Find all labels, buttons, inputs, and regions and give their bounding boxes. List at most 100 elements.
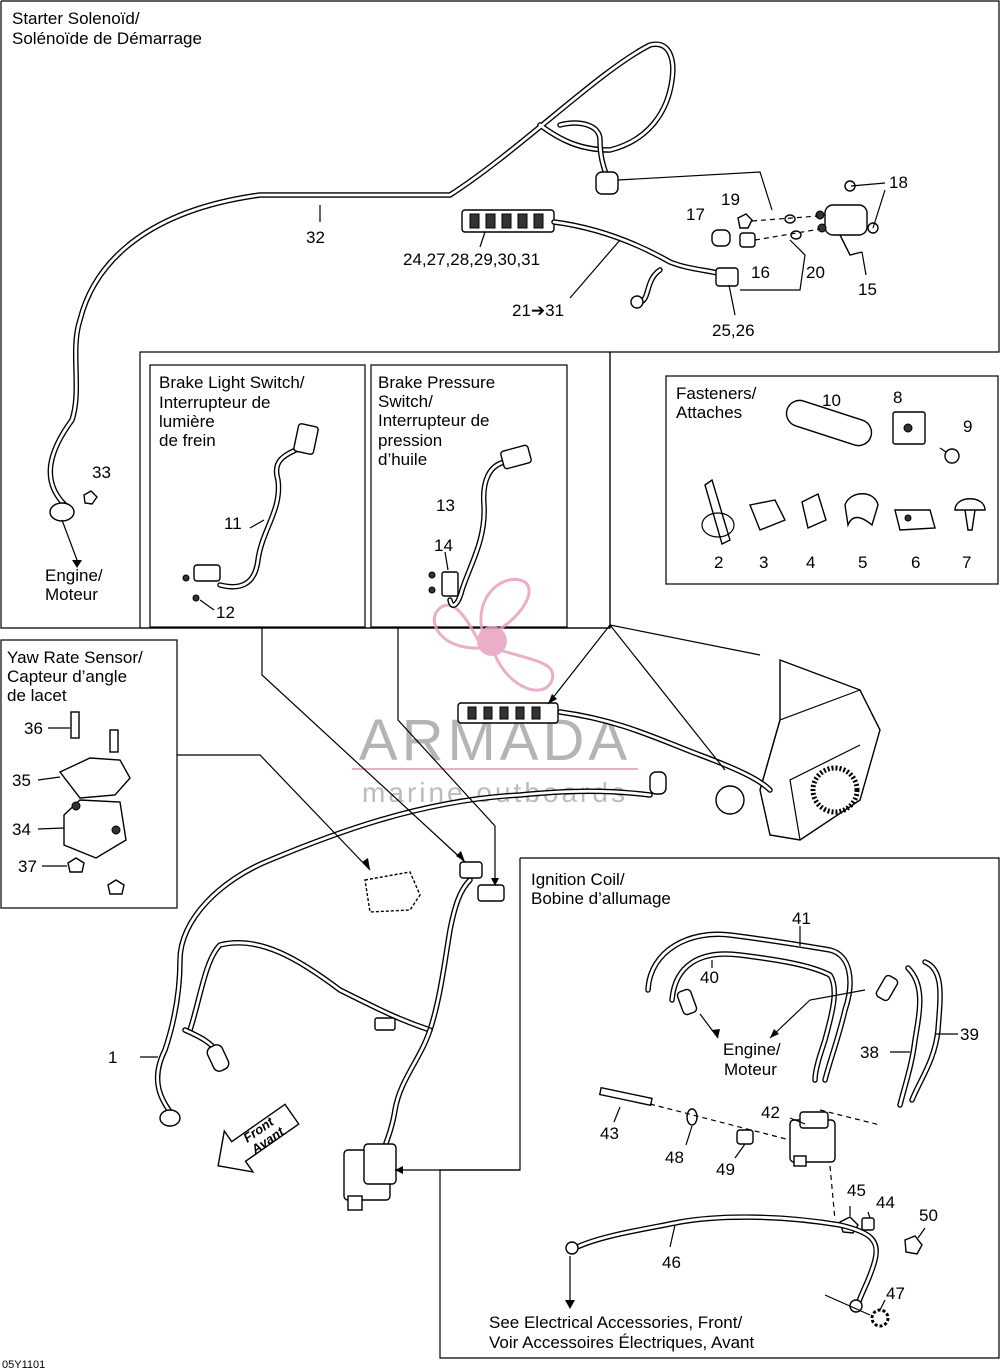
harness-boot	[206, 1044, 230, 1072]
ignition-coil-42	[789, 1111, 836, 1167]
part-label-45: 45	[847, 1181, 866, 1200]
part-label-49: 49	[716, 1160, 735, 1179]
gasket-35	[58, 757, 131, 799]
front-direction-arrow: Front Avant	[217, 1103, 300, 1173]
part-label-20: 20	[806, 263, 825, 282]
part-label-6: 6	[911, 553, 920, 572]
nut-37-b	[107, 879, 125, 895]
plug-boot-right	[875, 974, 899, 1002]
brake-pressure-title-5: d’huile	[378, 450, 427, 469]
part-label-1: 1	[108, 1048, 117, 1067]
battery-cable-32	[47, 41, 676, 508]
part-label-17: 17	[686, 205, 705, 224]
yaw-sensor-installed	[364, 871, 421, 913]
engine-top-1: Engine/	[45, 566, 103, 585]
nut-33	[83, 490, 98, 505]
main-harness-1	[154, 788, 653, 1121]
part-label-2: 2	[714, 553, 723, 572]
part-label-5: 5	[858, 553, 867, 572]
brake-light-section: Brake Light Switch/ Interrupteur de lumi…	[159, 373, 319, 622]
part-label-14: 14	[434, 536, 453, 555]
part-label-7: 7	[962, 553, 971, 572]
part-label-50: 50	[919, 1206, 938, 1225]
starter-leaders	[61, 171, 886, 561]
brake-light-title-1: Brake Light Switch/	[159, 373, 305, 392]
screw-14-b	[428, 586, 436, 594]
part-label-13: 13	[436, 496, 455, 515]
part-label-15: 15	[858, 280, 877, 299]
part-label-9: 9	[963, 417, 972, 436]
cable-32-lug	[49, 502, 75, 522]
starter-title-2: Solénoïde de Démarrage	[12, 29, 202, 48]
part-label-38: 38	[860, 1043, 879, 1062]
part-label-24-31: 24,27,28,29,30,31	[403, 250, 540, 269]
part-label-21-31: 21➔31	[512, 301, 564, 320]
part-label-39: 39	[960, 1025, 979, 1044]
engine-assembly	[457, 624, 881, 841]
yaw-title-1: Yaw Rate Sensor/	[7, 648, 143, 667]
part-label-32: 32	[306, 228, 325, 247]
part-label-10: 10	[822, 391, 841, 410]
part-label-18: 18	[889, 173, 908, 192]
part-label-34: 34	[12, 820, 31, 839]
brake-light-switch-body	[193, 564, 221, 582]
harness-connector-b	[477, 884, 505, 902]
see-note-1: See Electrical Accessories, Front/	[489, 1313, 742, 1332]
washer-44	[861, 1217, 875, 1231]
ignition-title-1: Ignition Coil/	[531, 870, 625, 889]
part-label-40: 40	[700, 968, 719, 987]
screw-12-b	[192, 594, 200, 602]
brake-pressure-title-1: Brake Pressure	[378, 373, 495, 392]
propeller-logo	[432, 577, 555, 692]
propeller-hub	[477, 626, 507, 656]
part-label-48: 48	[665, 1148, 684, 1167]
screw-14-a	[428, 571, 436, 579]
ignition-leaders	[613, 926, 958, 1316]
fuse-block-cells	[469, 213, 544, 229]
edge-trim-10	[785, 399, 873, 447]
part-label-3: 3	[759, 553, 768, 572]
nut-50	[904, 1235, 923, 1255]
clip-6	[894, 509, 936, 531]
ignition-section: Ignition Coil/ Bobine d’allumage	[489, 870, 979, 1352]
part-label-16: 16	[751, 263, 770, 282]
clip-3	[749, 499, 786, 531]
diagram-code: 05Y1101	[2, 1359, 45, 1371]
bolt-36-b	[109, 729, 119, 753]
part-label-46: 46	[662, 1253, 681, 1272]
nut-19	[737, 213, 753, 229]
ground-cable-lug-a	[565, 1241, 579, 1255]
part-label-37: 37	[18, 857, 37, 876]
harness-connector-a	[459, 861, 483, 879]
nut-37	[67, 857, 85, 873]
brake-light-title-4: de frein	[159, 431, 216, 450]
battery-box	[759, 658, 881, 841]
watermark-rule	[352, 768, 638, 770]
boot-17	[711, 229, 731, 247]
part-label-36: 36	[24, 719, 43, 738]
engine-ign-1: Engine/	[723, 1040, 781, 1059]
brake-pressure-section: Brake Pressure Switch/ Interrupteur de p…	[378, 373, 532, 608]
engine-ign-2: Moteur	[724, 1060, 777, 1079]
starter-harness-21	[551, 219, 728, 305]
solenoid-15	[815, 204, 868, 256]
starter-solenoid-installed	[715, 785, 745, 815]
push-pin-7	[954, 498, 986, 531]
see-note-2: Voir Accessoires Électriques, Avant	[489, 1333, 754, 1352]
part-label-33: 33	[92, 463, 111, 482]
screw-9	[944, 448, 960, 464]
bolt-43	[598, 1086, 653, 1107]
cable-tie-2	[704, 478, 731, 546]
washer-20-a	[784, 214, 796, 224]
screw-12-a	[182, 574, 190, 582]
part-label-25-26: 25,26	[712, 321, 755, 340]
brake-pressure-title-4: pression	[378, 431, 442, 450]
part-label-19: 19	[721, 190, 740, 209]
part-label-8: 8	[893, 388, 902, 407]
starter-section: Starter Solenoïd/ Solénoïde de Démarrage	[12, 9, 908, 604]
ecm-connector	[343, 1143, 397, 1211]
harness-connector-c	[374, 1017, 396, 1031]
ring-gear	[810, 765, 860, 815]
yaw-title-2: Capteur d’angle	[7, 667, 127, 686]
